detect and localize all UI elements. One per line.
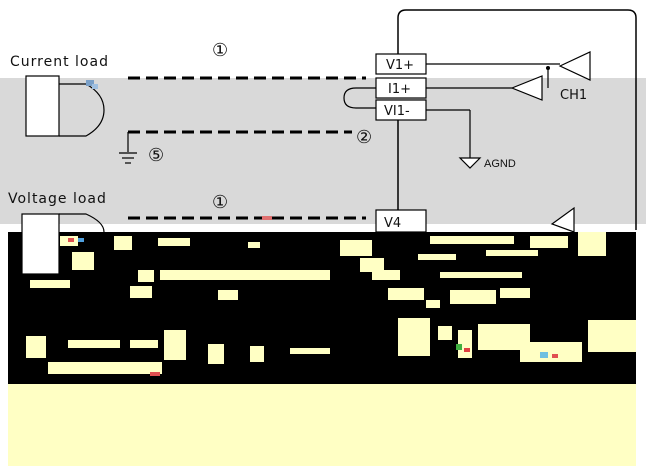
outer-loop-wire <box>397 9 637 230</box>
terminal-v4-partial: V4 <box>384 216 401 231</box>
ch1-label: CH1 <box>560 88 587 103</box>
terminal-i1-plus: I1+ <box>388 82 411 97</box>
glitch-artifacts <box>26 232 636 374</box>
agnd-label: AGND <box>484 158 516 170</box>
current-load-label: Current load <box>10 54 109 70</box>
amplifier-bottom <box>510 75 543 101</box>
terminal-v1-plus: V1+ <box>386 58 414 73</box>
marker-1-top: ① <box>212 40 228 61</box>
amplifier-top <box>558 51 591 81</box>
voltage-load-label: Voltage load <box>8 191 107 207</box>
terminal-vi1-minus: VI1- <box>384 104 410 119</box>
voltage-load-wire <box>59 213 105 233</box>
terminal-block: V1+ I1+ VI1- <box>375 53 427 121</box>
marker-2: ② <box>356 127 372 148</box>
current-load-glitch <box>86 80 98 89</box>
voltage-load-box <box>21 213 60 275</box>
marker-1-bottom: ① <box>212 192 228 213</box>
agnd-symbol <box>458 157 482 169</box>
glitch-color-specks <box>68 216 558 376</box>
terminal-block-lower: V4 <box>375 209 427 233</box>
gray-band <box>0 78 646 224</box>
yellow-band <box>8 378 636 466</box>
amplifier-lower-partial <box>550 206 575 233</box>
marker-5: ⑤ <box>148 145 164 166</box>
ground-symbol <box>119 152 137 164</box>
current-load-box <box>25 75 60 137</box>
terminal-jumper <box>343 87 376 109</box>
